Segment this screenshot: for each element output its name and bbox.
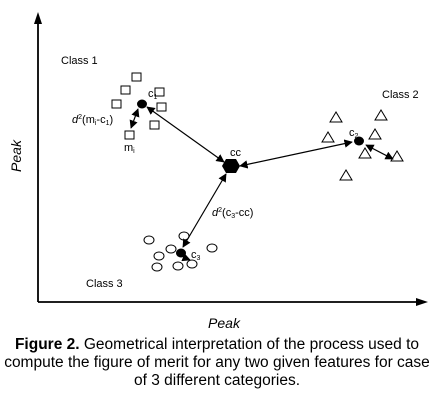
member-mi-label: mi bbox=[124, 142, 135, 155]
centroid-c1 bbox=[137, 99, 147, 109]
centroid-c3 bbox=[176, 248, 186, 258]
axes bbox=[34, 12, 428, 306]
centroid1-label: c1 bbox=[148, 88, 158, 101]
caption-text: Geometrical interpretation of the proces… bbox=[4, 336, 430, 389]
arrow-c3-member bbox=[181, 253, 191, 262]
class3-circle bbox=[153, 251, 165, 261]
figure-caption: Figure 2. Geometrical interpretation of … bbox=[0, 336, 434, 390]
arrow-c1-cc bbox=[146, 106, 225, 163]
distance-arrows bbox=[129, 106, 394, 262]
y-axis-arrow bbox=[34, 12, 42, 24]
class3-label: Class 3 bbox=[86, 278, 123, 290]
class1-square bbox=[120, 85, 131, 95]
center-cc-hexagon bbox=[222, 159, 240, 173]
class2-triangle bbox=[321, 131, 335, 143]
class2-triangle bbox=[329, 111, 343, 123]
x-axis-arrow bbox=[416, 298, 428, 306]
class3-circle bbox=[165, 244, 177, 254]
class1-square bbox=[149, 120, 160, 130]
class3-circle bbox=[143, 235, 155, 245]
arrow-c2-cc bbox=[239, 139, 353, 169]
class2-triangle bbox=[374, 109, 388, 121]
class2-triangle bbox=[358, 147, 372, 159]
merit-diagram: Peak Peak Class 1 Class 2 Class 3 bbox=[8, 12, 428, 331]
class1-square bbox=[154, 87, 165, 97]
class3-circle bbox=[206, 243, 218, 253]
class2-triangle bbox=[390, 150, 404, 162]
class1-label: Class 1 bbox=[61, 55, 98, 67]
distance-mi-c1-label: d2(mi-c1) bbox=[72, 114, 113, 127]
class1-square bbox=[131, 72, 142, 82]
centroid-c2 bbox=[354, 136, 364, 146]
class3-members bbox=[143, 231, 218, 272]
arrow-mi-c1 bbox=[129, 108, 140, 129]
class2-triangle bbox=[339, 169, 353, 181]
arrow-c2-member bbox=[365, 144, 394, 160]
class3-circle bbox=[151, 262, 163, 272]
caption-label: Figure 2. bbox=[14, 336, 80, 353]
x-axis-label: Peak bbox=[208, 315, 241, 331]
arrow-c3-cc bbox=[182, 173, 227, 248]
centroid3-label: c3 bbox=[191, 249, 201, 262]
class3-circle bbox=[172, 261, 184, 271]
center-cc-label: cc bbox=[230, 147, 242, 159]
class2-label: Class 2 bbox=[382, 89, 419, 101]
class2-members bbox=[321, 109, 404, 181]
class3-circle bbox=[186, 259, 198, 269]
class2-triangle bbox=[368, 128, 382, 140]
class1-square bbox=[111, 99, 122, 109]
member-mi-square bbox=[124, 130, 135, 140]
class1-square bbox=[156, 102, 167, 112]
distance-c3-cc-label: d2(c3-cc) bbox=[212, 207, 253, 220]
y-axis-label: Peak bbox=[8, 139, 24, 172]
centroid2-label: c2 bbox=[349, 127, 359, 140]
